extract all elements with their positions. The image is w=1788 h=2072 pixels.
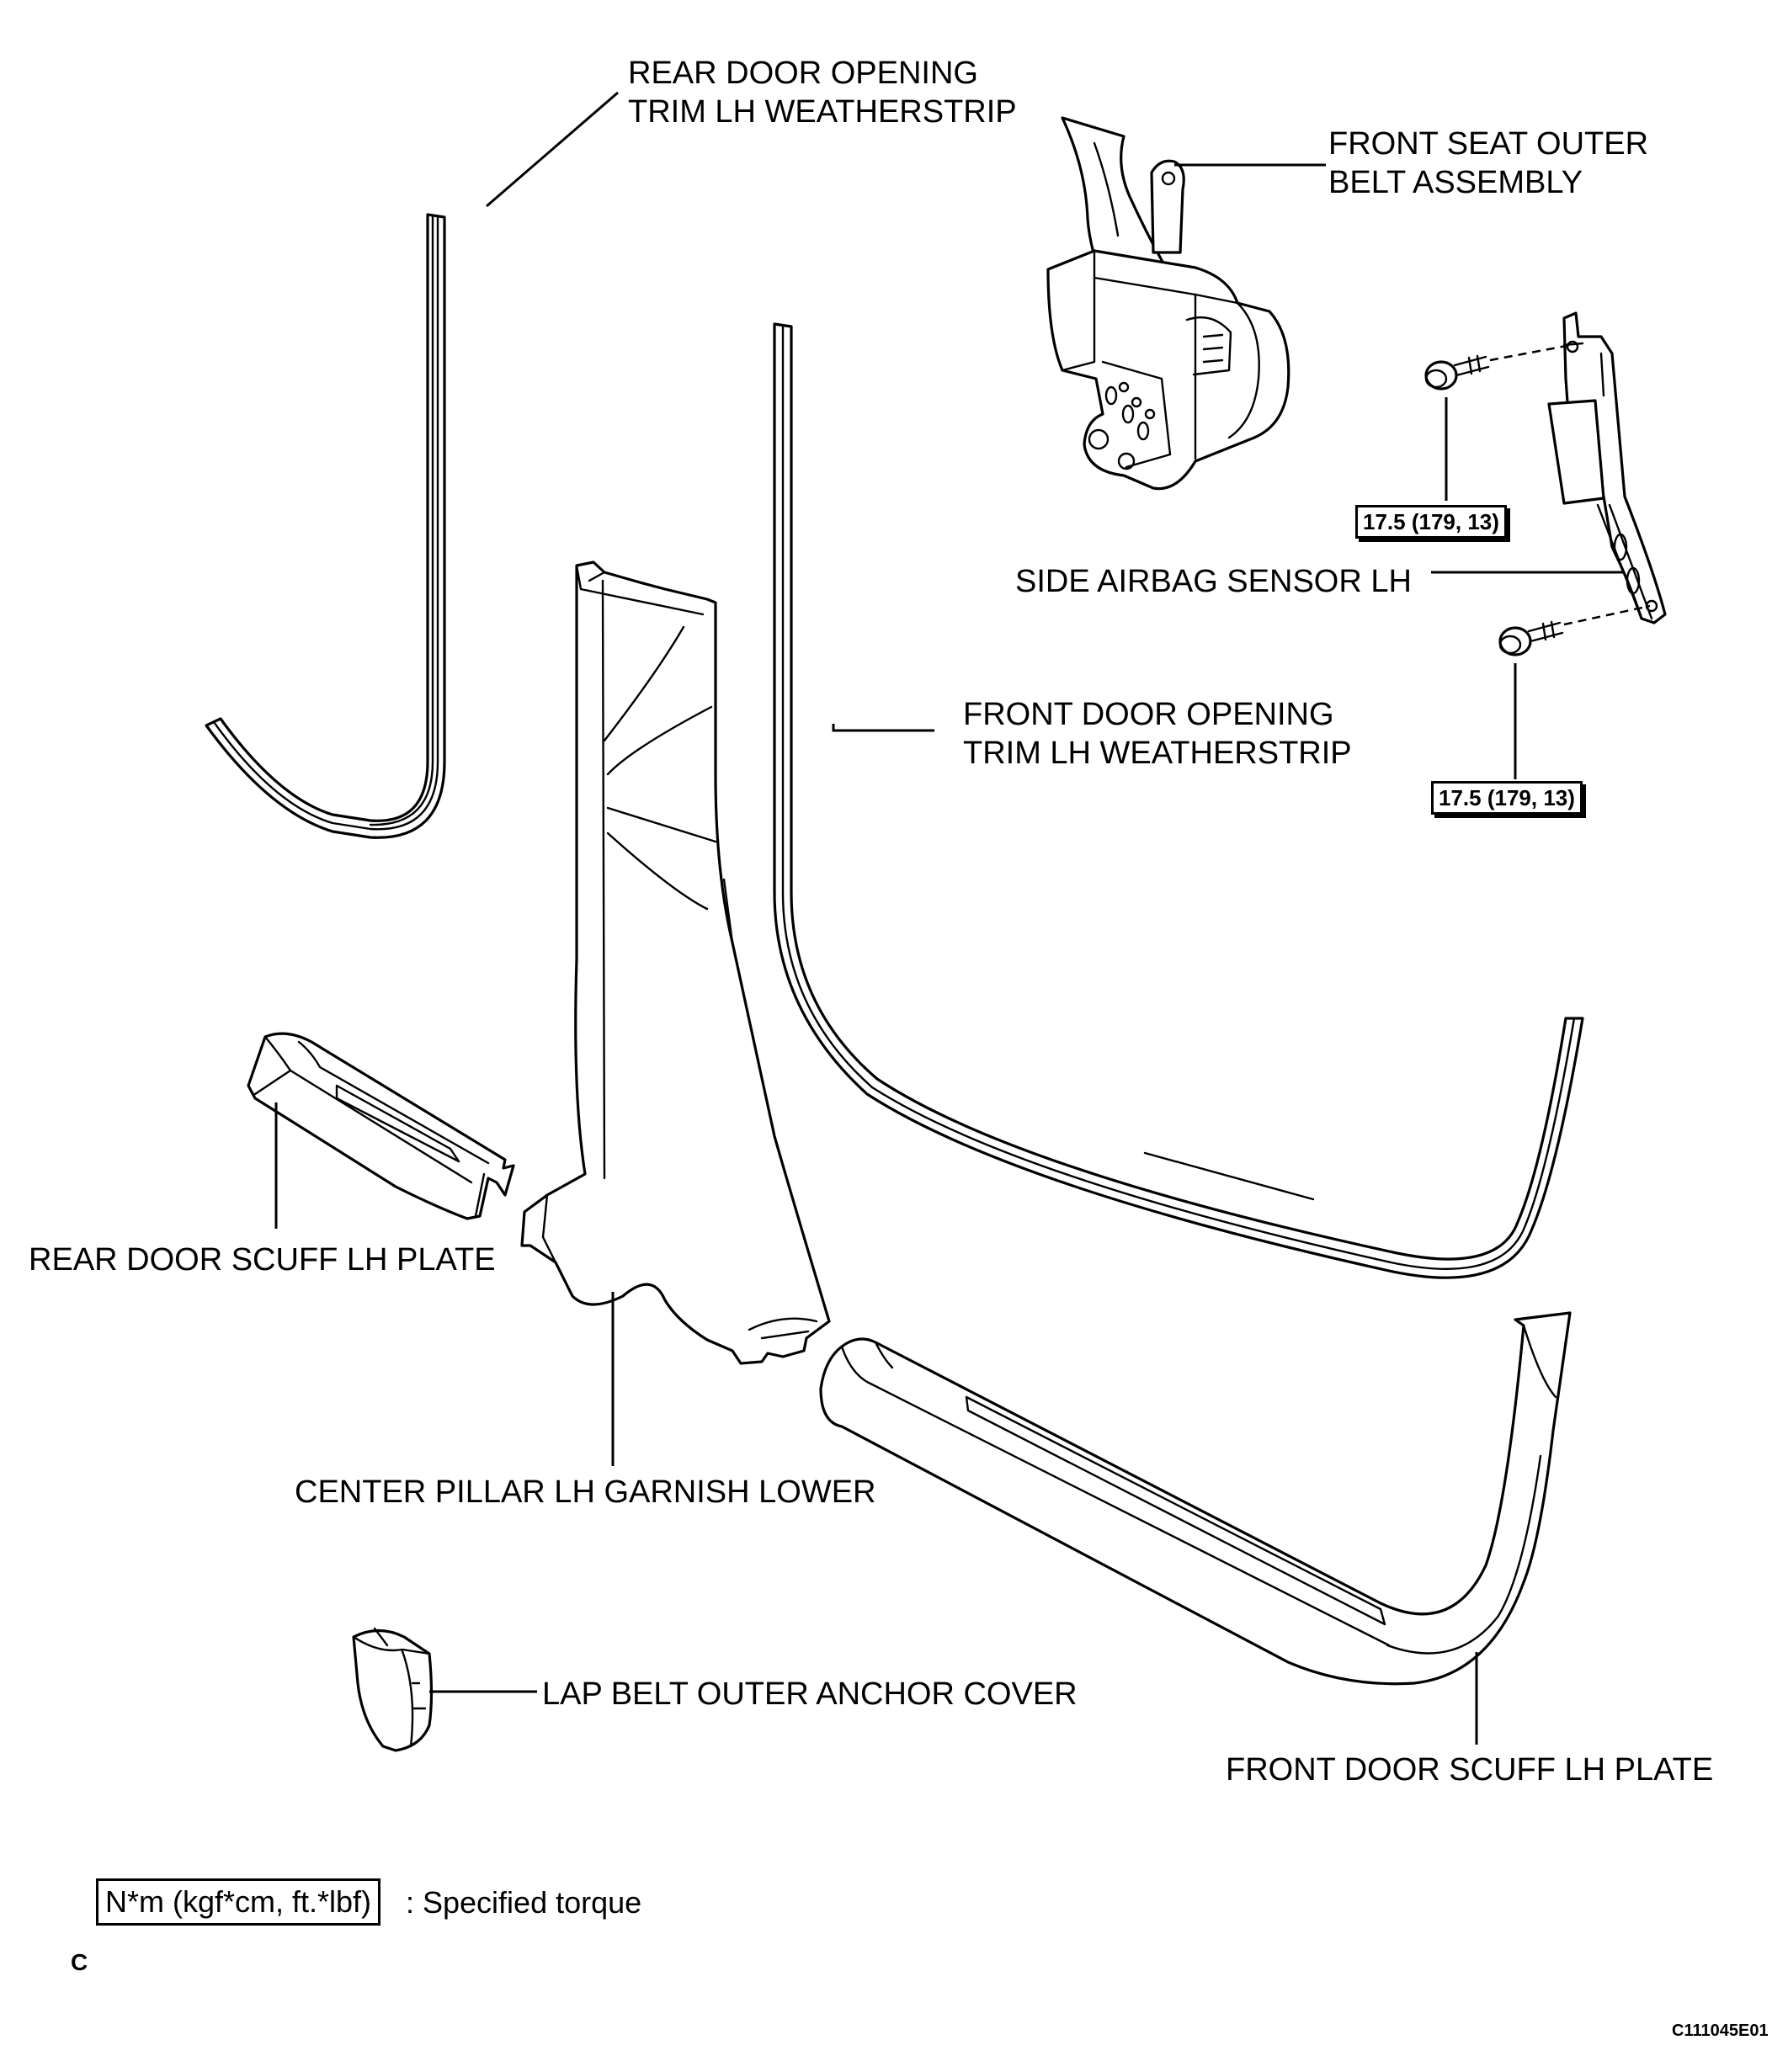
front-door-weatherstrip [773, 322, 1584, 1279]
legend-description: : Specified torque [406, 1885, 642, 1920]
label-rear-door-scuff: REAR DOOR SCUFF LH PLATE [29, 1242, 496, 1278]
legend-torque-unit-box: N*m (kgf*cm, ft.*lbf) [96, 1878, 381, 1926]
label-front-door-weatherstrip-line2: TRIM LH WEATHERSTRIP [963, 736, 1352, 771]
label-rear-door-weatherstrip-line1: REAR DOOR OPENING [628, 56, 978, 91]
rear-door-scuff-plate [247, 1032, 515, 1220]
section-letter: C [71, 1949, 88, 1975]
bolt-upper [1424, 354, 1490, 390]
rear-door-weatherstrip [205, 213, 446, 839]
label-front-seat-belt-line1: FRONT SEAT OUTER [1328, 126, 1649, 162]
front-door-scuff-plate [819, 1311, 1572, 1686]
label-front-door-scuff: FRONT DOOR SCUFF LH PLATE [1226, 1752, 1714, 1788]
torque-value-upper: 17.5 (179, 13) [1355, 505, 1507, 539]
front-seat-belt-assembly [1046, 116, 1290, 491]
leader-lines [274, 91, 1623, 1745]
figure-id: C111045E01 [1672, 2022, 1769, 2040]
lap-belt-anchor-cover [352, 1627, 434, 1752]
label-center-pillar: CENTER PILLAR LH GARNISH LOWER [295, 1474, 876, 1510]
side-airbag-sensor [1424, 311, 1667, 656]
center-pillar-garnish [520, 561, 831, 1365]
label-lap-belt-cover: LAP BELT OUTER ANCHOR COVER [542, 1676, 1078, 1712]
label-rear-door-weatherstrip-line2: TRIM LH WEATHERSTRIP [628, 94, 1017, 130]
bolt-lower [1498, 620, 1564, 656]
label-side-airbag-sensor: SIDE AIRBAG SENSOR LH [1015, 564, 1412, 599]
label-front-door-weatherstrip-line1: FRONT DOOR OPENING [963, 697, 1334, 732]
torque-value-lower: 17.5 (179, 13) [1431, 781, 1583, 815]
label-front-seat-belt-line2: BELT ASSEMBLY [1328, 165, 1583, 200]
